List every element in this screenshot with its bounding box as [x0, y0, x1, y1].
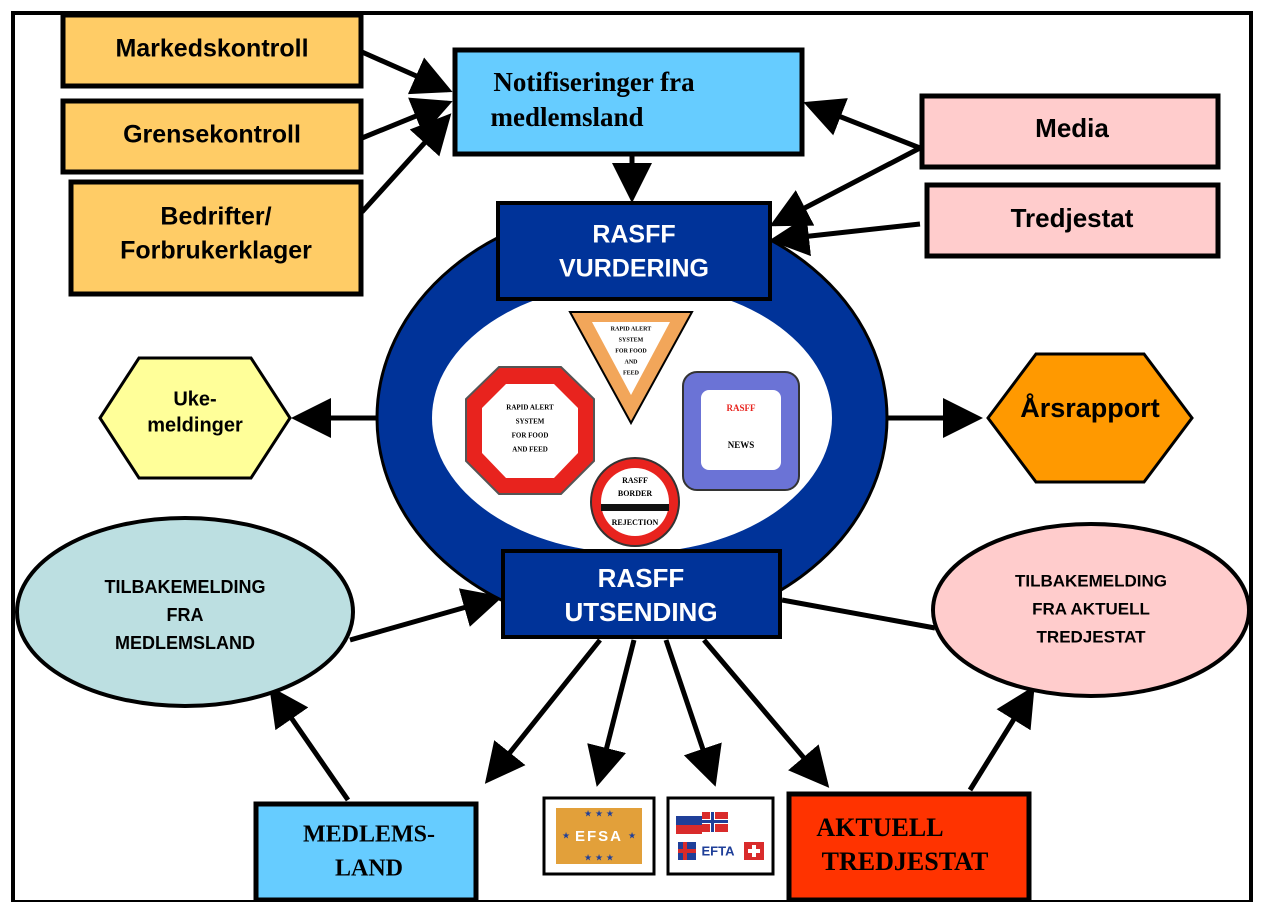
- triangle-text-4: AND: [625, 359, 639, 365]
- page-frame: [11, 11, 1253, 902]
- ellipse-feedback-members: TILBAKEMELDING FRA MEDLEMSLAND: [15, 516, 355, 708]
- feedback-members-line3: MEDLEMSLAND: [115, 633, 255, 653]
- liechtenstein-flag: [676, 816, 702, 834]
- arrow-utsending-to-medlemsland: [484, 638, 602, 784]
- arrow-bedrifter-to-notifications: [360, 113, 452, 214]
- efta-label: EFTA: [702, 843, 736, 858]
- efta-logo: EFTA: [666, 796, 775, 876]
- triangle-text-1: RAPID ALERT: [611, 326, 652, 332]
- hexagon-arsrapport: Årsrapport: [986, 352, 1194, 484]
- aktuell-line1: AKTUELL: [816, 813, 943, 842]
- ukemeldinger-line1: Uke-: [173, 388, 216, 410]
- arrow-tredjestat-to-vurdering: [769, 216, 921, 257]
- feedback-third-line2: FRA AKTUELL: [1032, 599, 1150, 618]
- rasff-news-logo: RASFF NEWS: [682, 371, 800, 491]
- box-bedrifter: Bedrifter/ Forbrukerklager: [68, 179, 364, 297]
- medlemsland-line1: MEDLEMS-: [303, 822, 435, 848]
- ellipse-feedback-third: TILBAKEMELDING FRA AKTUELL TREDJESTAT: [931, 522, 1251, 698]
- efsa-stars: ★ ★ ★ ★ ★ ★ ★ ★: [562, 810, 636, 864]
- feedback-third-line1: TILBAKEMELDING: [1015, 571, 1167, 590]
- norway-flag: [702, 812, 728, 832]
- tredjestat-label: Tredjestat: [1011, 203, 1134, 233]
- octagon-text-1: RAPID ALERT: [506, 404, 554, 412]
- vurdering-line2: VURDERING: [559, 255, 709, 283]
- box-rasff-vurdering: RASFF VURDERING: [496, 201, 772, 301]
- grensekontroll-label: Grensekontroll: [123, 121, 301, 149]
- box-media: Media: [919, 93, 1221, 170]
- rasff-border-logo: RASFF BORDER REJECTION: [590, 457, 680, 547]
- svg-text:★ ★ ★: ★ ★ ★: [584, 810, 614, 820]
- box-notifications: Notifiseringer fra medlemsland: [452, 47, 805, 157]
- utsending-line2: UTSENDING: [564, 597, 717, 627]
- arsrapport-label: Årsrapport: [1020, 392, 1160, 423]
- svg-text:★: ★: [628, 832, 636, 842]
- feedback-members-line2: FRA: [167, 605, 204, 625]
- notifications-line1: Notifiseringer fra: [493, 67, 695, 97]
- bedrifter-label-line2: Forbrukerklager: [120, 237, 312, 265]
- arrow-aktuell-to-feedback: [967, 685, 1035, 792]
- feedback-third-line3: TREDJESTAT: [1037, 627, 1147, 646]
- medlemsland-line2: LAND: [335, 856, 403, 882]
- arrow-markedskontroll-to-notifications: [360, 49, 453, 95]
- notifications-line2: medlemsland: [490, 102, 643, 132]
- box-aktuell-tredjestat: AKTUELL TREDJESTAT: [786, 791, 1032, 902]
- rasff-octagon-logo: RAPID ALERT SYSTEM FOR FOOD AND FEED: [465, 366, 595, 495]
- arrow-medlemsland-to-feedback: [269, 685, 351, 802]
- news-text-bottom: NEWS: [728, 440, 755, 450]
- triangle-text-5: FEED: [623, 370, 640, 376]
- arrows: [269, 49, 1035, 802]
- efsa-logo: ★ ★ ★ ★ ★ ★ ★ ★ EFSA: [542, 796, 656, 876]
- arrow-grensekontroll-to-notifications: [361, 97, 453, 141]
- arrow-feedback-members-to-utsending: [349, 588, 503, 643]
- arrow-media-to-notifications: [803, 98, 921, 151]
- rasff-triangle-logo: RAPID ALERT SYSTEM FOR FOOD AND FEED: [568, 311, 694, 426]
- octagon-text-3: FOR FOOD: [512, 432, 549, 440]
- box-medlemsland: MEDLEMS- LAND: [253, 801, 479, 902]
- arrow-utsending-to-aktuell: [702, 638, 830, 788]
- bedrifter-label-line1: Bedrifter/: [160, 203, 271, 231]
- arrow-utsending-to-efsa: [587, 639, 637, 787]
- box-grensekontroll: Grensekontroll: [60, 98, 364, 175]
- box-rasff-utsending: RASFF UTSENDING: [501, 549, 782, 639]
- box-markedskontroll: Markedskontroll: [60, 12, 364, 89]
- border-text-2: BORDER: [618, 489, 652, 498]
- octagon-text-4: AND FEED: [512, 446, 548, 454]
- svg-text:★ ★ ★: ★ ★ ★: [584, 854, 614, 864]
- media-label: Media: [1035, 113, 1109, 143]
- octagon-text-2: SYSTEM: [516, 418, 545, 426]
- feedback-members-line1: TILBAKEMELDING: [105, 577, 266, 597]
- arrow-utsending-to-efta: [663, 639, 722, 787]
- markedskontroll-label: Markedskontroll: [115, 35, 308, 63]
- arrow-media-to-vurdering: [769, 145, 922, 227]
- news-text-top: RASFF: [727, 403, 757, 413]
- aktuell-line2: TREDJESTAT: [822, 847, 989, 876]
- efsa-label: EFSA: [575, 828, 623, 845]
- box-tredjestat: Tredjestat: [924, 182, 1221, 259]
- utsending-line1: RASFF: [598, 563, 685, 593]
- border-text-3: REJECTION: [612, 518, 659, 527]
- ukemeldinger-line2: meldinger: [147, 414, 243, 436]
- arrow-utsending-to-feedback-third: [781, 597, 936, 631]
- vurdering-line1: RASFF: [592, 221, 675, 249]
- triangle-text-2: SYSTEM: [619, 337, 644, 343]
- border-text-1: RASFF: [622, 476, 648, 485]
- iceland-flag: [678, 842, 696, 860]
- hexagon-ukemeldinger: Uke- meldinger: [98, 356, 292, 480]
- svg-text:★: ★: [562, 832, 570, 842]
- triangle-text-3: FOR FOOD: [615, 348, 647, 354]
- switzerland-flag: [744, 842, 764, 860]
